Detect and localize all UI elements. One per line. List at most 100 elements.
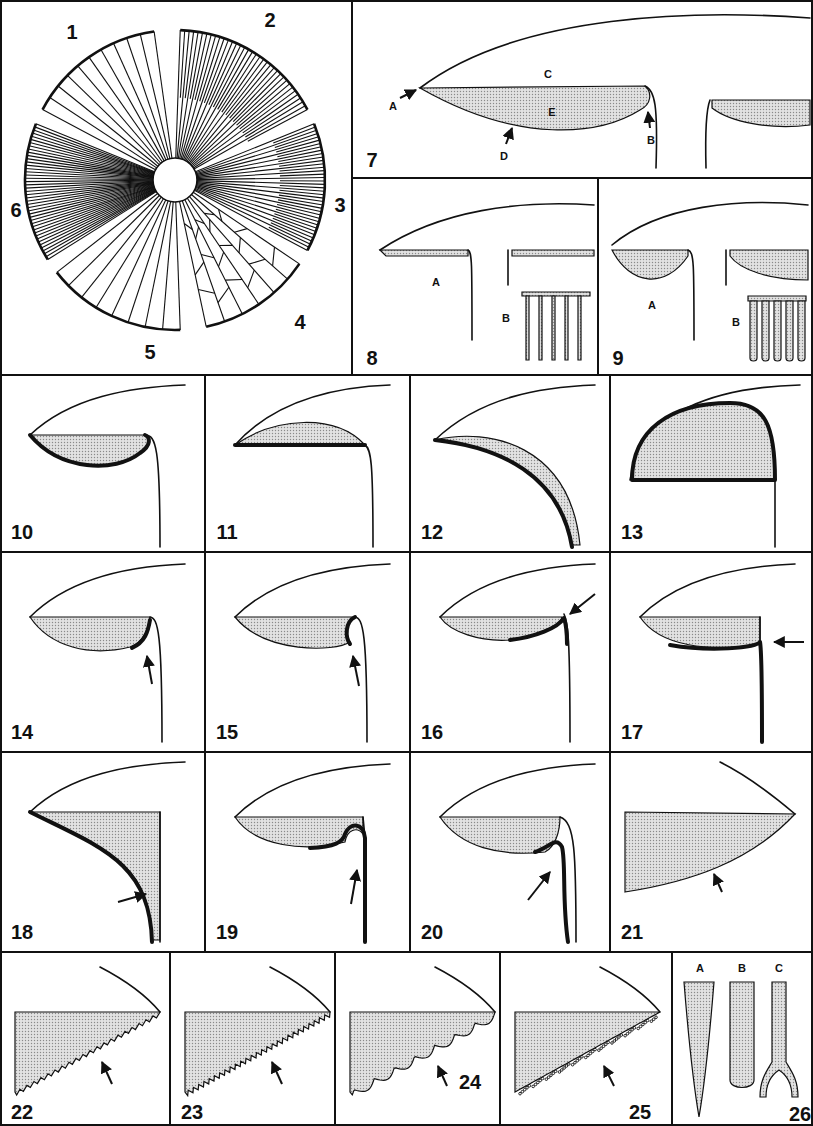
gill-line	[249, 259, 265, 264]
part-letter: A	[432, 277, 440, 288]
gill-attachment-10	[30, 435, 149, 466]
gill-edge-23	[270, 967, 330, 1012]
panel-grid	[352, 177, 813, 179]
fringe-dot	[631, 1028, 634, 1031]
gill-attachment-12	[435, 385, 595, 440]
gill-section-7	[400, 15, 810, 168]
gill-attachment-15	[347, 617, 355, 644]
gill-line	[176, 202, 180, 330]
fringe-dot	[519, 1092, 522, 1095]
gill-sector	[176, 30, 308, 169]
gill-attachment-16	[440, 617, 562, 640]
gill-attachment-14	[30, 564, 185, 742]
gill-line	[197, 157, 323, 177]
gill-attachment-10	[30, 385, 185, 547]
panel-grid	[169, 952, 171, 1126]
part-letter: C	[544, 69, 552, 80]
fringe-dot	[642, 1023, 645, 1026]
part-letter: B	[738, 963, 746, 974]
gill-attachment-15	[235, 617, 355, 648]
gill-line	[280, 174, 325, 176]
gill-section-8	[380, 204, 594, 360]
gill-attachment-11	[235, 385, 390, 445]
gill-attachment-11	[235, 422, 365, 445]
gill-line	[34, 130, 155, 173]
gill-attachment-17	[640, 564, 795, 617]
gill-edge-25	[600, 967, 660, 1012]
gill-section-8	[380, 204, 594, 250]
part-letter: B	[647, 135, 655, 146]
gill-attachment-20	[440, 764, 595, 942]
gill-line	[32, 187, 154, 227]
thick-gill-comb	[786, 301, 793, 361]
gill-attachment-18	[30, 762, 185, 812]
part-letter: A	[696, 963, 704, 974]
gill-attachment-20	[528, 872, 550, 900]
gill-line	[154, 31, 172, 158]
gill-attachment-20	[560, 817, 576, 942]
gill-attachment-16	[440, 564, 595, 742]
gill-section-7	[645, 86, 657, 168]
gill-line	[280, 185, 325, 187]
fringe-dot	[567, 1063, 570, 1066]
panel-grid	[204, 375, 206, 952]
gill-section-7	[400, 90, 416, 98]
panel-number: 18	[11, 922, 33, 942]
gill-section-8	[380, 250, 468, 256]
panel-grid	[0, 951, 813, 953]
gill-line	[183, 41, 232, 159]
gill-attachment-19	[363, 817, 365, 838]
gill-edge-23	[185, 1012, 330, 1096]
thick-gill-comb	[774, 301, 781, 361]
fringe-dot	[578, 1057, 581, 1060]
gill-cross-sections-26	[730, 982, 754, 1088]
part-letter: A	[389, 101, 397, 112]
panel-grid	[499, 952, 501, 1126]
gill-line	[32, 136, 154, 173]
panel-number: 11	[216, 522, 237, 542]
fringe-dot	[550, 1074, 553, 1077]
gill-attachment-14	[30, 564, 185, 617]
gill-attachment-17	[759, 617, 761, 644]
gill-cross-sections-26	[684, 982, 798, 1117]
gill-attachment-10	[145, 435, 160, 547]
gill-line	[31, 139, 154, 174]
fringe-dot	[618, 1036, 621, 1039]
gill-attachment-13	[632, 403, 775, 480]
gill-line	[190, 197, 275, 293]
gill-line	[195, 124, 314, 172]
gill-attachment-18	[159, 812, 161, 942]
gill-attachment-10	[30, 385, 185, 435]
fringe-dot	[602, 1045, 605, 1048]
gill-line	[201, 255, 214, 258]
fringe-dot	[554, 1070, 557, 1073]
gill-attachment-13	[774, 480, 776, 547]
gill-spacing-wheel	[25, 30, 325, 330]
sector-number: 3	[334, 195, 345, 215]
gill-line	[239, 237, 240, 252]
gill-line	[197, 181, 325, 185]
gill-line	[27, 183, 154, 201]
fringe-dots	[519, 1016, 658, 1095]
gill-edge-21	[720, 762, 795, 814]
gill-edge-24	[435, 967, 495, 1012]
gill-line	[218, 52, 253, 110]
panel-number: 12	[421, 522, 443, 542]
gill-edge-22	[15, 1012, 160, 1095]
fringe-dot	[598, 1049, 601, 1052]
sector-number: 1	[66, 22, 77, 42]
gill-line	[181, 36, 216, 159]
gill-edge-25	[515, 1012, 660, 1092]
gill-attachment-19	[235, 764, 390, 942]
gill-section-9	[612, 203, 808, 361]
panel-number: 21	[621, 922, 643, 942]
gill-attachment-13	[630, 385, 800, 480]
gill-section-9	[612, 250, 688, 279]
panel-number: 13	[621, 522, 643, 542]
gill-sector	[180, 192, 300, 326]
gill-line	[273, 127, 315, 143]
gill-line	[193, 192, 299, 264]
panel-grid	[671, 952, 673, 1126]
